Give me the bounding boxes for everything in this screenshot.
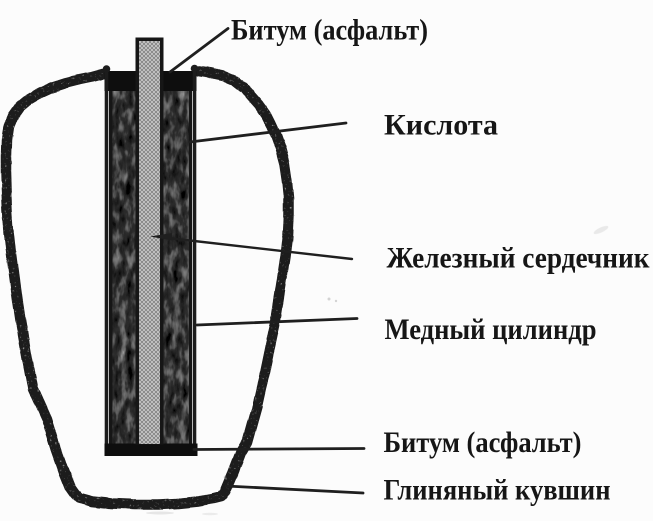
svg-text:Битум (асфальт): Битум (асфальт) <box>231 14 428 47</box>
svg-text:Битум (асфальт): Битум (асфальт) <box>384 426 582 459</box>
svg-text:Кислота: Кислота <box>384 109 498 142</box>
svg-text:Железный сердечник: Железный сердечник <box>387 242 651 275</box>
svg-text:Глиняный кувшин: Глиняный кувшин <box>384 474 611 507</box>
svg-text:Медный цилиндр: Медный цилиндр <box>385 313 597 346</box>
